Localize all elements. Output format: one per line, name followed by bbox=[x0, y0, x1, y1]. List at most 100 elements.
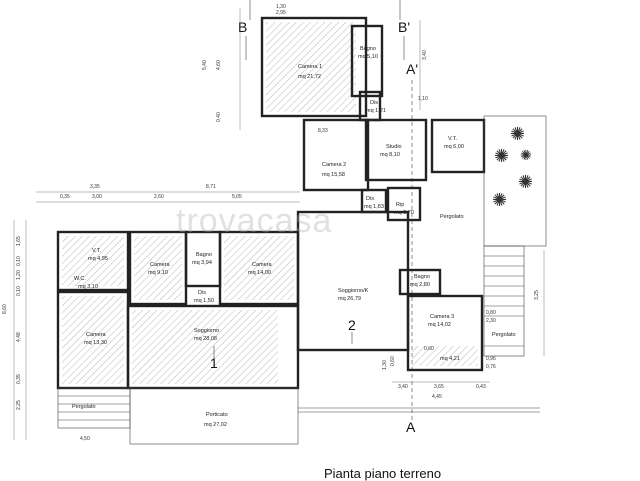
dim-335: 3,35 bbox=[90, 184, 100, 190]
hatch-small-area bbox=[412, 346, 478, 366]
wc-name: W.C. bbox=[74, 276, 86, 282]
soggiorno-name: Soggiorno bbox=[194, 328, 219, 334]
dis-top-name: Dis bbox=[370, 100, 378, 106]
camera-b-name: Camera bbox=[252, 262, 273, 268]
camera-c-name: Camera bbox=[86, 332, 107, 338]
dim-b-365: 3,65 bbox=[434, 384, 444, 390]
svg-text:✺: ✺ bbox=[494, 146, 509, 166]
dim-833: 8,33 bbox=[318, 128, 328, 134]
dim-035: 0,35 bbox=[60, 194, 70, 200]
dis-mid-area: mq 1,83 bbox=[364, 204, 384, 210]
watermark: trovacasa bbox=[176, 202, 333, 240]
small-area-label: mq 4,21 bbox=[440, 356, 460, 362]
bagno-top-name: Bagno bbox=[360, 46, 376, 52]
dim-right-top: 3,40 bbox=[422, 50, 428, 60]
camera3-area: mq 14,02 bbox=[428, 322, 451, 328]
dim-l-165: 1,65 bbox=[16, 236, 22, 246]
svg-text:✺: ✺ bbox=[510, 124, 525, 144]
bagno-right-name: Bagno bbox=[414, 274, 430, 280]
dim-300: 3,00 bbox=[92, 194, 102, 200]
camera-c-area: mq 13,30 bbox=[84, 340, 107, 346]
camera1-area: mq 21,72 bbox=[298, 74, 321, 80]
wall-rip bbox=[386, 186, 422, 222]
wall-camera1 bbox=[260, 16, 368, 118]
wall-vt-left bbox=[56, 230, 130, 292]
dim-top-3: 1,10 bbox=[418, 96, 428, 102]
dim-b-340: 3,40 bbox=[398, 384, 408, 390]
dim-260: 2,60 bbox=[154, 194, 164, 200]
dim-b-450: 4,50 bbox=[80, 436, 90, 442]
hatch-camera-c bbox=[62, 296, 124, 384]
studio-name: Studio bbox=[386, 144, 402, 150]
wall-camera2 bbox=[302, 118, 370, 192]
camera3-name: Camera 3 bbox=[430, 314, 454, 320]
hatch-vt-left bbox=[62, 236, 124, 286]
vt-right-area: mq 6,00 bbox=[444, 144, 464, 150]
hatch-soggiorno bbox=[132, 310, 278, 384]
soggiorno-area: mq 28,08 bbox=[194, 336, 217, 342]
dim-l-225: 2,25 bbox=[16, 400, 22, 410]
dis-left-area: mq 1,50 bbox=[194, 298, 214, 304]
cut-marker-2: 2 bbox=[348, 317, 356, 333]
dim-top-1: 1,30 bbox=[276, 4, 286, 10]
dim-left-3: 0,40 bbox=[216, 112, 222, 122]
bagno-mid-area: mq 3,94 bbox=[192, 260, 212, 266]
dim-b-043: 0,43 bbox=[476, 384, 486, 390]
svg-text:✺: ✺ bbox=[492, 190, 507, 210]
section-b-left: B bbox=[238, 19, 247, 35]
camera2-area: mq 15,58 bbox=[322, 172, 345, 178]
hatch-camera-b bbox=[224, 236, 294, 300]
section-a-bottom: A bbox=[406, 419, 416, 435]
vt-right-name: V.T. bbox=[448, 136, 457, 142]
bagno-mid-name: Bagno bbox=[196, 252, 212, 258]
bagno-top-area: mq 5,10 bbox=[358, 54, 378, 60]
hatch-camera-a bbox=[134, 236, 182, 300]
wall-studio bbox=[364, 118, 428, 182]
dim-l-448: 4,48 bbox=[16, 332, 22, 342]
cut-marker-1: 1 bbox=[210, 355, 218, 371]
dim-b-130: 1,30 bbox=[382, 360, 388, 370]
hatch-camera1 bbox=[266, 22, 356, 112]
camera-a-name: Camera bbox=[150, 262, 171, 268]
plan-caption: Pianta piano terreno bbox=[324, 466, 442, 481]
dim-871: 8,71 bbox=[206, 184, 216, 190]
svg-text:✺: ✺ bbox=[520, 147, 532, 163]
vt-left-area: mq 4,95 bbox=[88, 256, 108, 262]
wc-area: mq 3,10 bbox=[78, 284, 98, 290]
pergolato-left-label: Pergolato bbox=[72, 404, 96, 410]
camera1-name: Camera 1 bbox=[298, 64, 322, 70]
section-b-right: B' bbox=[398, 19, 410, 35]
dim-left-2: 4,60 bbox=[216, 60, 222, 70]
dim-l-035: 0,35 bbox=[16, 374, 22, 384]
studio-area: mq 8,10 bbox=[380, 152, 400, 158]
rip-name: Rip bbox=[396, 202, 404, 208]
portico-area: mq 27,02 bbox=[204, 422, 227, 428]
svg-text:✺: ✺ bbox=[518, 172, 533, 192]
dim-r-076: 0,76 bbox=[486, 364, 496, 370]
dim-b-445: 4,45 bbox=[432, 394, 442, 400]
soggiorno-k-area: mq 26,79 bbox=[338, 296, 361, 302]
dim-r-060: 0,60 bbox=[424, 346, 434, 352]
pergolato-right-label: Pergolato bbox=[440, 214, 464, 220]
dim-l-010a: 0,10 bbox=[16, 256, 22, 266]
dim-r-325: 3,25 bbox=[534, 290, 540, 300]
dis-left-name: Dis bbox=[198, 290, 206, 296]
left-pergolato-grid bbox=[57, 387, 131, 429]
right-pergolato-grid bbox=[483, 245, 525, 357]
wall-bagno-top bbox=[350, 24, 384, 98]
pergolato-right2-label: Pergolato bbox=[492, 332, 516, 338]
dim-r-096: 0,96 bbox=[486, 356, 496, 362]
dim-l-010b: 0,10 bbox=[16, 286, 22, 296]
dis-mid-name: Dis bbox=[366, 196, 374, 202]
dim-l-860: 8,60 bbox=[2, 304, 8, 314]
wall-camera3 bbox=[406, 294, 484, 372]
plant-icons: ✺ ✺ ✺ ✺ ✺ bbox=[492, 124, 533, 210]
soggiorno-k-name: Soggiorno/K bbox=[338, 288, 369, 294]
dis-top-area: mq 1,21 bbox=[366, 108, 386, 114]
dim-r-080: 0,80 bbox=[486, 310, 496, 316]
bagno-right-area: mq 2,80 bbox=[410, 282, 430, 288]
dim-left-1: 5,40 bbox=[202, 60, 208, 70]
portico-name: Porticato bbox=[206, 412, 228, 418]
section-a-top: A' bbox=[406, 61, 418, 77]
